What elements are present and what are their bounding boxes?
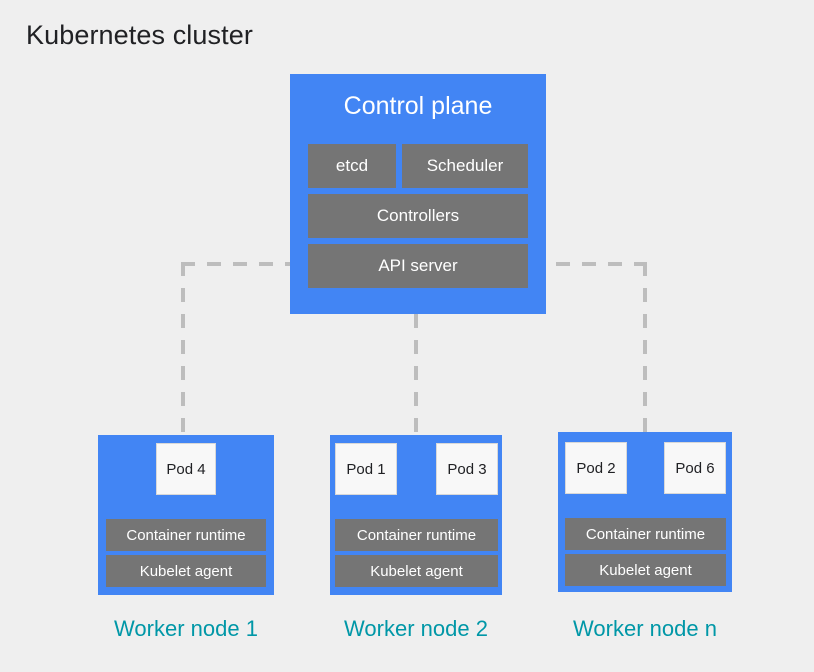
pod-box-pod-4: Pod 4 bbox=[156, 443, 216, 495]
worker-node-1-box: Pod 4 Container runtime Kubelet agent bbox=[98, 435, 274, 595]
worker-node-1-kubelet-agent: Kubelet agent bbox=[106, 555, 266, 587]
worker-node-n-box: Pod 2 Pod 6 Container runtime Kubelet ag… bbox=[558, 432, 732, 592]
worker-node-n-caption: Worker node n bbox=[573, 616, 717, 641]
worker-node-2-box: Pod 1 Pod 3 Container runtime Kubelet ag… bbox=[330, 435, 502, 595]
connector-api-server-to-worker-n-horizontal bbox=[530, 262, 647, 266]
pod-box-pod-6: Pod 6 bbox=[664, 442, 726, 494]
worker-node-n-kubelet-agent: Kubelet agent bbox=[565, 554, 726, 586]
worker-node-1-caption: Worker node 1 bbox=[114, 616, 258, 641]
worker-node-2-kubelet-agent: Kubelet agent bbox=[335, 555, 498, 587]
worker-node-1-container-runtime: Container runtime bbox=[106, 519, 266, 551]
worker-node-2-caption: Worker node 2 bbox=[344, 616, 488, 641]
worker-node-n-container-runtime: Container runtime bbox=[565, 518, 726, 550]
worker-node-2-container-runtime: Container runtime bbox=[335, 519, 498, 551]
control-plane-component-api-server: API server bbox=[308, 244, 528, 288]
connector-api-server-to-worker-2-vertical bbox=[414, 314, 418, 437]
control-plane-component-controllers: Controllers bbox=[308, 194, 528, 238]
control-plane-box: Control plane etcd Scheduler Controllers… bbox=[290, 74, 546, 314]
control-plane-title: Control plane bbox=[343, 92, 493, 120]
pod-box-pod-3: Pod 3 bbox=[436, 443, 498, 495]
control-plane-component-scheduler: Scheduler bbox=[402, 144, 528, 188]
connector-api-server-to-worker-1-horizontal bbox=[181, 262, 294, 266]
pod-box-pod-1: Pod 1 bbox=[335, 443, 397, 495]
page-title: Kubernetes cluster bbox=[26, 20, 253, 50]
connector-api-server-to-worker-n-vertical bbox=[643, 262, 647, 437]
pod-box-pod-2: Pod 2 bbox=[565, 442, 627, 494]
control-plane-component-etcd: etcd bbox=[308, 144, 396, 188]
connector-api-server-to-worker-1-vertical bbox=[181, 262, 185, 437]
